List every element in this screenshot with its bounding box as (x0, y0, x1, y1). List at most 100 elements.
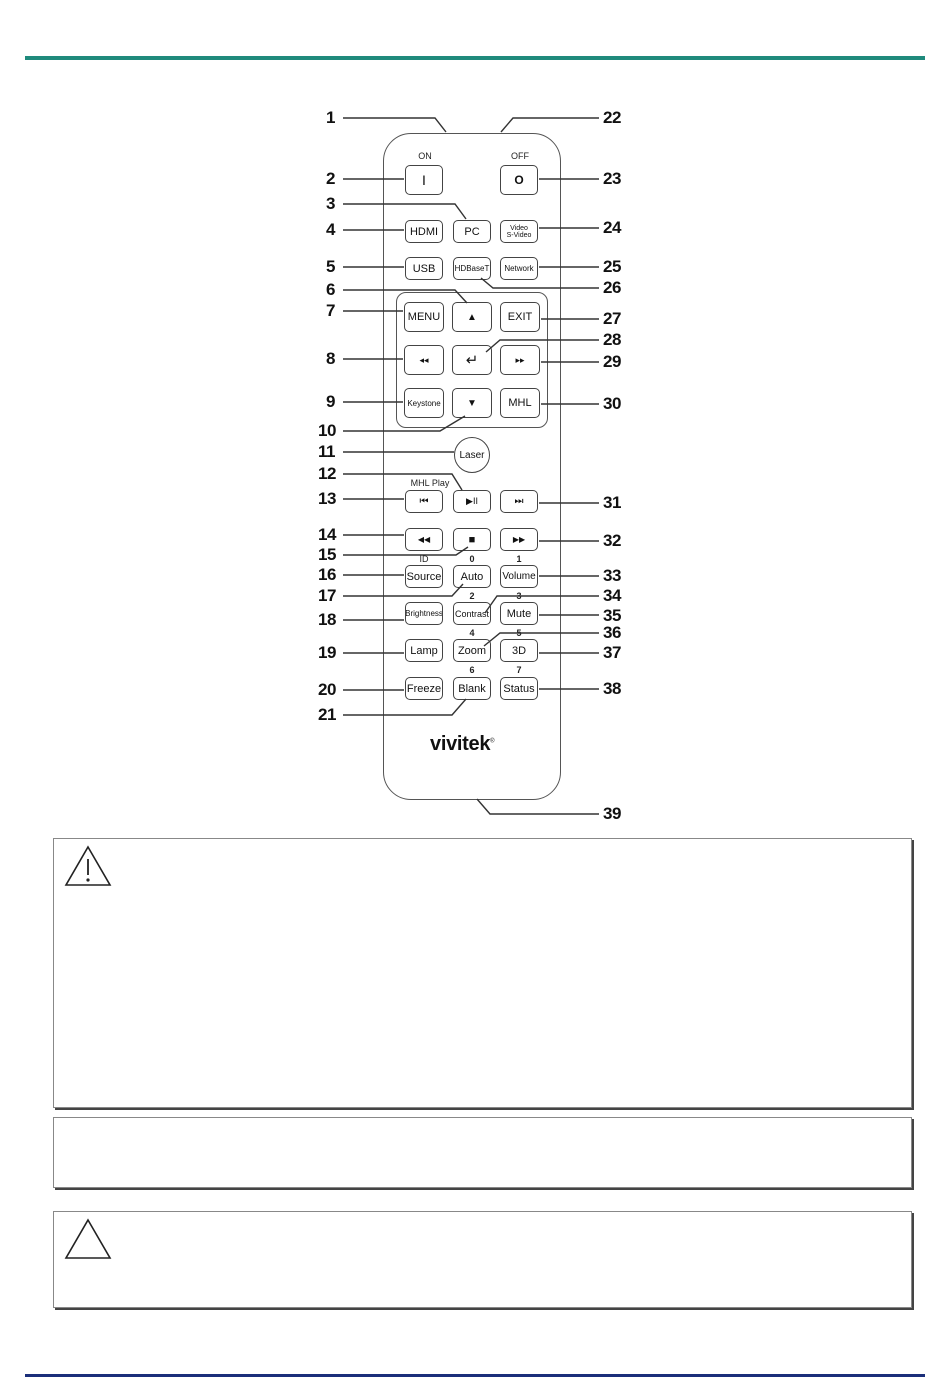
play-pause-icon: ▶II (466, 496, 478, 506)
key-0-caption: 0 (469, 554, 475, 564)
play-pause-button[interactable]: ▶II (453, 490, 491, 513)
logo-text: vivitek (430, 733, 491, 755)
auto-button[interactable]: Auto (453, 565, 491, 588)
callout-20: 20 (318, 680, 336, 699)
warning-icon (64, 845, 112, 886)
mute-button[interactable]: Mute (500, 602, 538, 625)
zoom-button[interactable]: Zoom (453, 639, 491, 662)
callout-25: 25 (603, 257, 621, 276)
skip-forward-icon: ⏭ (514, 496, 524, 507)
menu-button[interactable]: MENU (404, 302, 444, 332)
keystone-button[interactable]: Keystone (404, 388, 444, 418)
contrast-button[interactable]: Contrast (453, 602, 491, 625)
enter-icon: ↵ (465, 352, 479, 369)
note-box (53, 1117, 912, 1188)
leader-28 (485, 339, 599, 353)
mhl-play-caption: MHL Play (410, 478, 450, 488)
callout-28: 28 (603, 330, 621, 349)
leader-6 (343, 289, 468, 304)
callout-18: 18 (318, 610, 336, 629)
top-rule (25, 56, 925, 60)
status-button[interactable]: Status (500, 677, 538, 700)
callout-10: 10 (318, 421, 336, 440)
freeze-button[interactable]: Freeze (405, 677, 443, 700)
callout-21: 21 (318, 705, 336, 724)
callout-12: 12 (318, 464, 336, 483)
power-on-button[interactable]: I (405, 165, 443, 195)
right-button[interactable]: ▸▸ (500, 345, 540, 375)
callout-27: 27 (603, 309, 621, 328)
up-button[interactable]: ▲ (452, 302, 492, 332)
leader-39 (476, 798, 599, 815)
network-button[interactable]: Network (500, 257, 538, 280)
down-arrow-icon: ▼ (467, 397, 477, 409)
3d-button[interactable]: 3D (500, 639, 538, 662)
callout-4: 4 (326, 220, 335, 239)
leader-34 (484, 595, 599, 614)
leader-17 (343, 583, 464, 597)
warning-box (53, 838, 912, 1108)
video-button[interactable]: Video S-Video (500, 220, 538, 243)
skip-back-icon: ⏮ (419, 496, 429, 507)
rewind-icon: ◀◀ (417, 535, 431, 544)
left-button[interactable]: ◂◂ (404, 345, 444, 375)
next-button[interactable]: ⏭ (500, 490, 538, 513)
callout-17: 17 (318, 586, 336, 605)
exit-button[interactable]: EXIT (500, 302, 540, 332)
lamp-button[interactable]: Lamp (405, 639, 443, 662)
enter-button[interactable]: ↵ (452, 345, 492, 375)
fast-forward-icon: ▶▶ (512, 535, 526, 544)
vivitek-logo: vivitek® (430, 733, 495, 756)
down-button[interactable]: ▼ (452, 388, 492, 418)
source-button[interactable]: Source (405, 565, 443, 588)
id-caption: ID (419, 554, 429, 564)
callout-7: 7 (326, 301, 335, 320)
callout-15: 15 (318, 545, 336, 564)
fast-forward-button[interactable]: ▶▶ (500, 528, 538, 551)
blank-button[interactable]: Blank (453, 677, 491, 700)
leader-10 (343, 415, 466, 432)
key-2-caption: 2 (469, 591, 475, 601)
navigation-frame (396, 292, 548, 428)
hdmi-button[interactable]: HDMI (405, 220, 443, 243)
callout-13: 13 (318, 489, 336, 508)
registered-mark: ® (490, 738, 495, 745)
leader-21 (343, 698, 467, 716)
key-4-caption: 4 (469, 628, 475, 638)
right-arrow-icon: ▸▸ (515, 354, 525, 365)
volume-button[interactable]: Volume (500, 565, 538, 588)
usb-button[interactable]: USB (405, 257, 443, 280)
brightness-button[interactable]: Brightness (405, 602, 443, 625)
leader-1 (343, 117, 447, 133)
mhl-button[interactable]: MHL (500, 388, 540, 418)
stop-icon: ■ (468, 533, 476, 546)
callout-35: 35 (603, 606, 621, 625)
callout-26: 26 (603, 278, 621, 297)
callout-6: 6 (326, 280, 335, 299)
previous-button[interactable]: ⏮ (405, 490, 443, 513)
up-arrow-icon: ▲ (467, 311, 477, 323)
callout-3: 3 (326, 194, 335, 213)
leader-15 (343, 546, 469, 556)
callout-31: 31 (603, 493, 621, 512)
callout-33: 33 (603, 566, 621, 585)
stop-button[interactable]: ■ (453, 528, 491, 551)
callout-8: 8 (326, 349, 335, 368)
callout-1: 1 (326, 108, 335, 127)
callout-30: 30 (603, 394, 621, 413)
power-off-button[interactable]: O (500, 165, 538, 195)
callout-22: 22 (603, 108, 621, 127)
on-caption: ON (418, 151, 432, 161)
callout-36: 36 (603, 623, 621, 642)
pc-button[interactable]: PC (453, 220, 491, 243)
callout-5: 5 (326, 257, 335, 276)
callout-16: 16 (318, 565, 336, 584)
key-6-caption: 6 (469, 665, 475, 675)
remote-diagram: ON I OFF O HDMI PC Video S-Video USB HDB… (318, 108, 621, 823)
laser-button[interactable]: Laser (454, 437, 490, 473)
callout-23: 23 (603, 169, 621, 188)
callout-11: 11 (318, 442, 335, 461)
rewind-button[interactable]: ◀◀ (405, 528, 443, 551)
hdbaset-button[interactable]: HDBaseT (453, 257, 491, 280)
leader-36 (483, 632, 599, 647)
